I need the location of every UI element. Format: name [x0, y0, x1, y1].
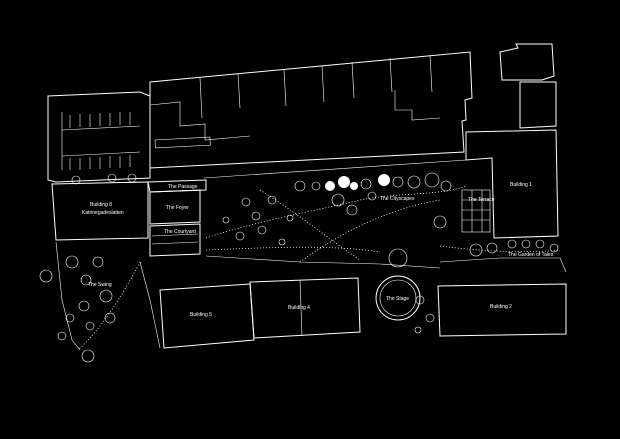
the-stage: The Stage [375, 248, 421, 321]
site-edges [55, 159, 567, 351]
north-east-buildings [499, 43, 557, 129]
label-building-1: Building 1 [510, 182, 532, 188]
building-8: Building 8 Katrinegadeslatten [47, 91, 151, 241]
footpaths [77, 185, 561, 351]
building-2: Building 2 [437, 283, 567, 337]
scattered-trees [71, 173, 435, 334]
label-the-garden-of-tales: The Garden of Tales [508, 252, 554, 258]
garden-of-tales: The Garden of Tales [469, 239, 559, 258]
label-the-courtyard: The Courtyard [164, 229, 196, 235]
label-building-8: Building 8 [90, 202, 112, 208]
label-the-foyer: The Foyer [166, 205, 189, 211]
label-the-swing: The Swing [88, 282, 112, 288]
building-5: Building 5 [159, 283, 255, 349]
building-4: Building 4 [249, 277, 361, 339]
label-building-5: Building 5 [190, 312, 212, 318]
label-building-2: Building 2 [490, 304, 512, 310]
label-katrinegadeslatten: Katrinegadeslatten [82, 210, 124, 216]
the-swing: The Swing [39, 255, 116, 363]
label-the-passage: The Passage [168, 184, 198, 190]
north-buildings [149, 51, 473, 169]
label-the-terrace: The Terrace [468, 197, 495, 203]
foyer-block: The Passage The Foyer The Courtyard [147, 179, 207, 257]
label-the-stage: The Stage [386, 296, 409, 302]
label-building-4: Building 4 [288, 305, 310, 311]
cityscapes-trees: The Cityscapes [222, 172, 452, 246]
label-the-cityscapes: The Cityscapes [380, 196, 415, 202]
